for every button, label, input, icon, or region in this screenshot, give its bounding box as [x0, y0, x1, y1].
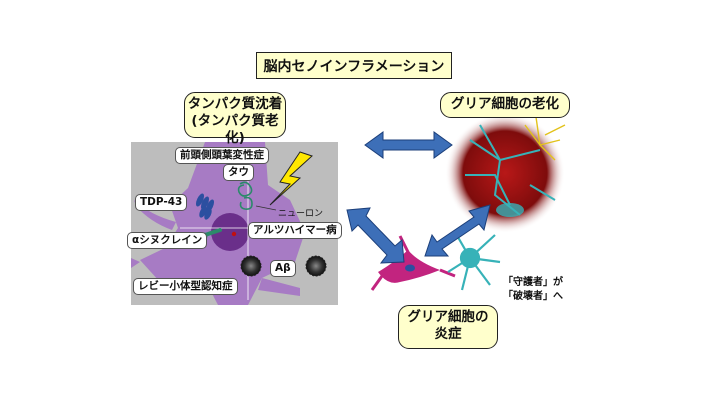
- arrow-aged-to-inflammation: [424, 204, 491, 257]
- glia-inflammation-callout: グリア細胞の 炎症: [398, 305, 498, 349]
- protein-deposition-callout: タンパク質沈着 (タンパク質老化): [184, 92, 286, 146]
- glia-aging-callout: グリア細胞の老化: [440, 92, 570, 118]
- guardian-text-line2: 「破壊者」へ: [503, 291, 563, 302]
- arrow-neuron-to-inflammation: [346, 207, 405, 264]
- tau-label: タウ: [223, 164, 254, 181]
- protein-deposition-label: タンパク質沈着: [187, 96, 283, 112]
- abeta-label: Aβ: [270, 260, 296, 277]
- neuron-label: ニューロン: [278, 209, 324, 219]
- astrocyte-illustration: [447, 231, 501, 291]
- arrow-neuron-to-aged: [364, 131, 453, 159]
- protein-aging-label: (タンパク質老化): [191, 113, 279, 146]
- tdp43-label: TDP-43: [135, 194, 188, 211]
- alzheimer-label: アルツハイマー病: [248, 222, 342, 239]
- lightning-bolt-icon: [269, 151, 313, 206]
- tdp43-aggregate-icon: [195, 193, 215, 220]
- guardian-to-destroyer-text: 「守護者」が 「破壊者」へ: [503, 276, 563, 304]
- diagram-title: 脳内セノインフラメーション: [256, 52, 452, 79]
- lewy-body-label: レビー小体型認知症: [133, 278, 238, 295]
- abeta-plaque-icon: [240, 255, 327, 277]
- aged-glia-illustration: [445, 109, 566, 233]
- neuron-nucleus: [211, 213, 249, 251]
- tau-tangle-icon: [237, 181, 253, 210]
- glia-aging-label: グリア細胞の老化: [451, 96, 559, 112]
- alpha-synuclein-label: αシヌクレイン: [127, 232, 208, 249]
- ftd-label: 前頭側頭葉変性症: [175, 147, 269, 164]
- guardian-text-line1: 「守護者」が: [503, 277, 563, 288]
- microglia-illustration: [370, 235, 456, 291]
- glia-inflammation-label-line1: グリア細胞の: [407, 309, 489, 325]
- glia-inflammation-label-line2: 炎症: [434, 326, 462, 342]
